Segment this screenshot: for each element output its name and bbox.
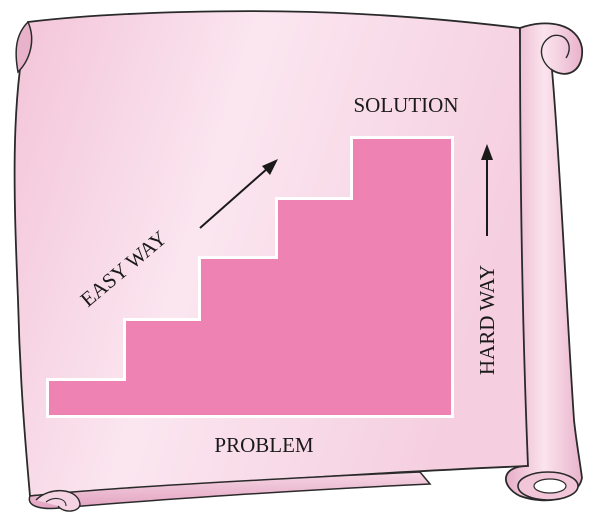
- scroll-top-curl: [15, 20, 33, 74]
- problem-label: PROBLEM: [214, 433, 314, 457]
- solution-label: SOLUTION: [354, 93, 459, 117]
- scroll-right-roll: [504, 22, 583, 502]
- easy-way-arrow: [199, 159, 278, 229]
- staircase-fill: [49, 139, 451, 415]
- hard-way-label: HARD WAY: [475, 265, 499, 375]
- hard-way-arrow: [481, 144, 493, 236]
